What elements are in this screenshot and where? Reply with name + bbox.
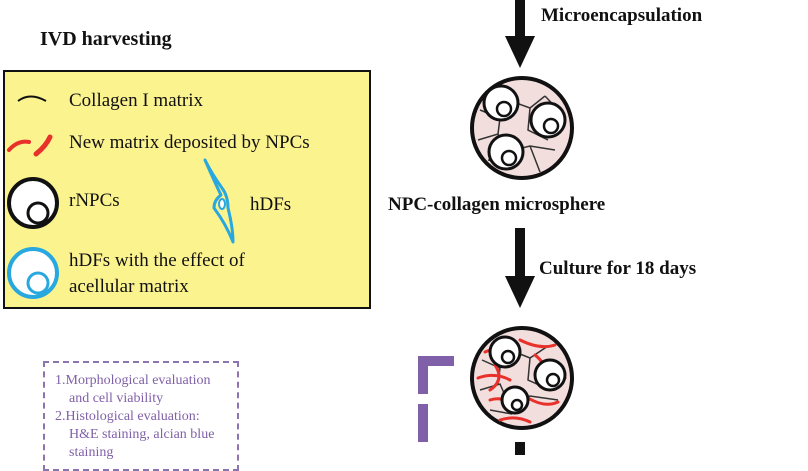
new-matrix-icon (7, 134, 53, 157)
evaluation-bracket (418, 356, 454, 442)
evaluation-line-5: staining (69, 445, 114, 460)
legend-hdfs-label: hDFs (250, 194, 292, 215)
hdf-cell-icon (203, 158, 235, 244)
evaluation-line-1: 1.Morphological evaluation (55, 373, 211, 388)
legend-hdfs-effect-label-2: acellular matrix (69, 276, 189, 297)
hdf-rounded-cell-icon (7, 247, 59, 299)
legend-collagen-label: Collagen I matrix (69, 90, 204, 111)
legend-box (3, 70, 371, 309)
flow-step-microencapsulation: Microencapsulation (541, 5, 703, 26)
microsphere-before-culture (470, 76, 574, 180)
microsphere-after-culture (470, 326, 574, 430)
section-title: IVD harvesting (40, 28, 172, 50)
evaluation-line-2: and cell viability (69, 391, 164, 406)
evaluation-line-3: 2.Histological evaluation: (55, 409, 200, 424)
diagram-graphics (7, 0, 574, 455)
rnpc-cell-icon (7, 177, 59, 229)
flow-product-label: NPC-collagen microsphere (388, 194, 606, 215)
evaluation-line-4: H&E staining, alcian blue (69, 427, 215, 442)
arrow-down-culture (505, 228, 535, 308)
legend-rnpcs-label: rNPCs (69, 190, 120, 211)
collagen-fiber-icon (17, 95, 47, 102)
arrow-down-microencapsulation (505, 0, 535, 68)
legend-hdfs-effect-label-1: hDFs with the effect of (69, 250, 245, 271)
legend-new-matrix-label: New matrix deposited by NPCs (69, 132, 310, 153)
arrow-down-stub (515, 442, 525, 455)
flow-step-culture: Culture for 18 days (539, 258, 697, 279)
